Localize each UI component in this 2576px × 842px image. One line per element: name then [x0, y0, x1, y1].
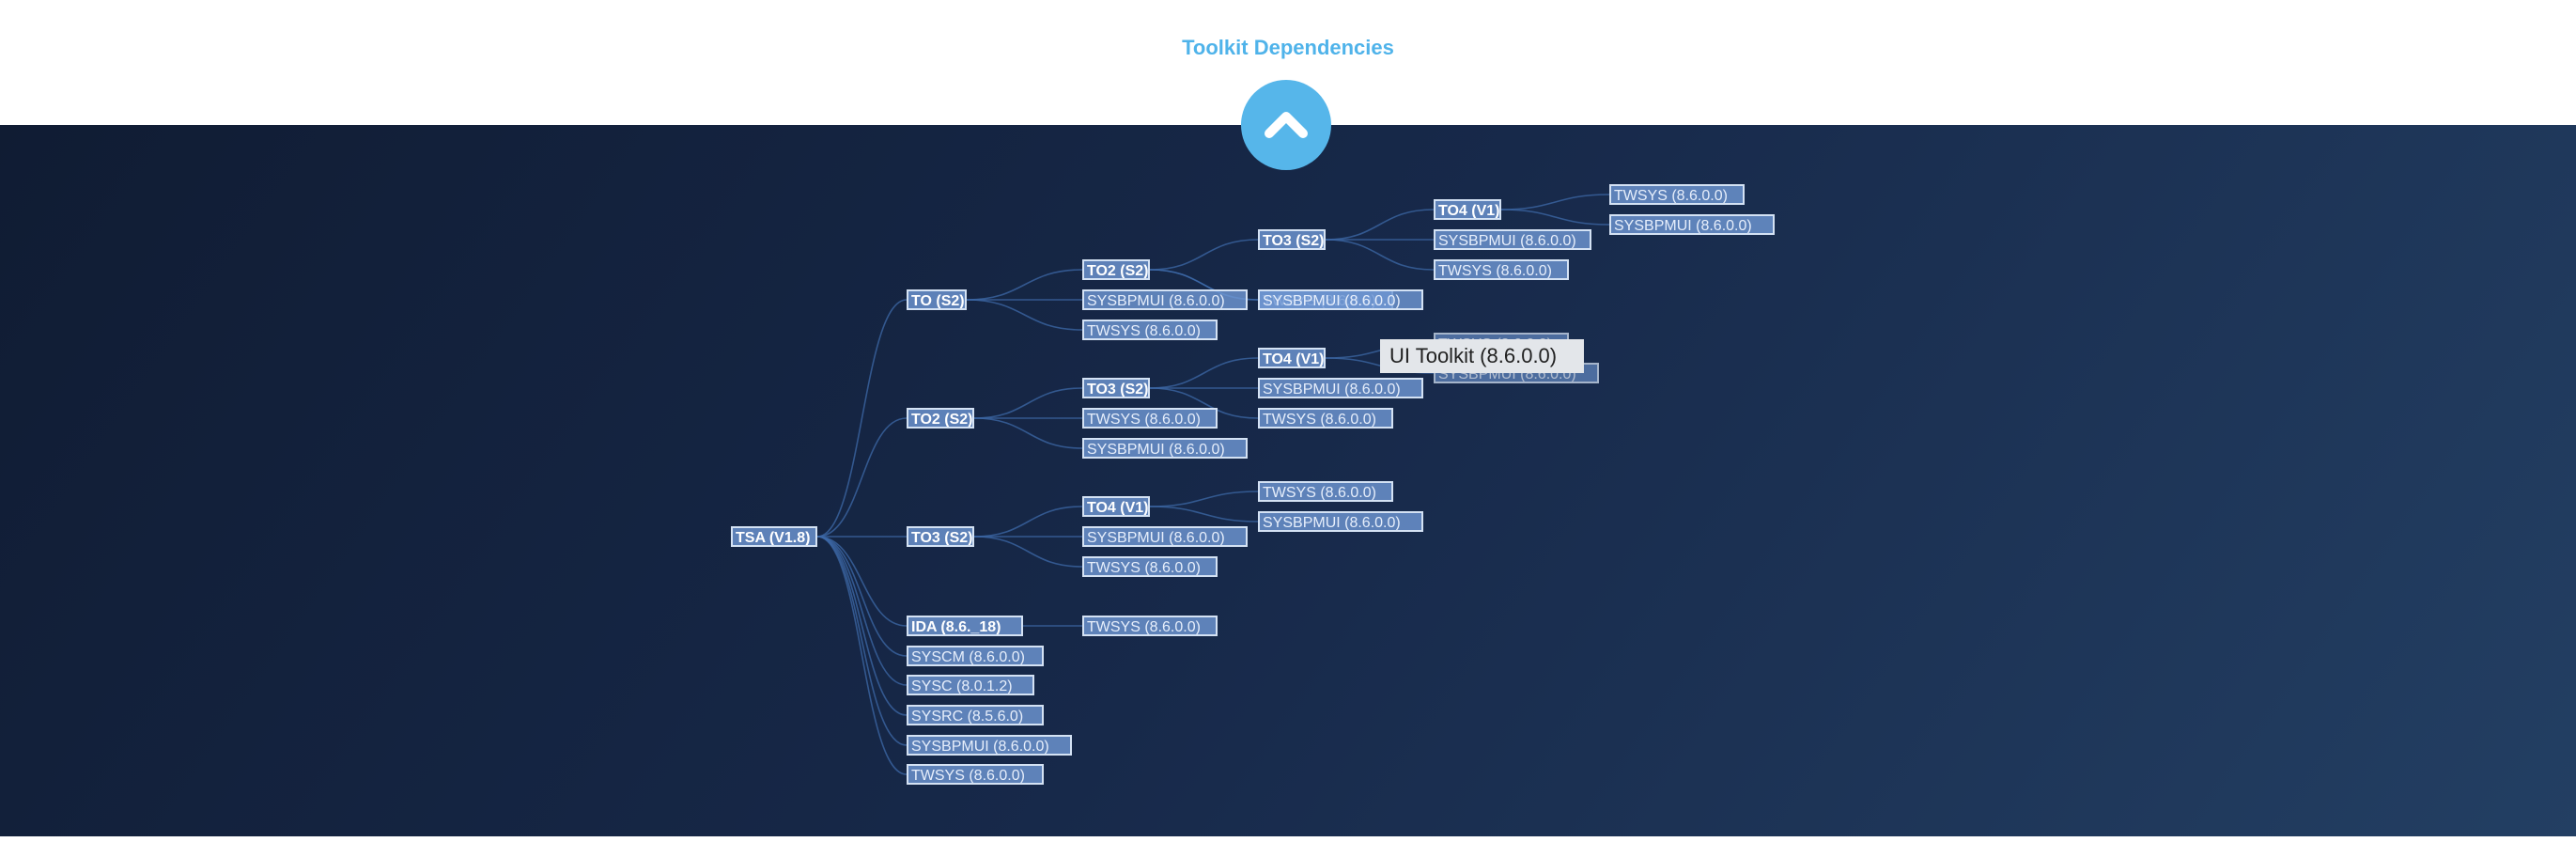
- tree-edge: [1149, 239, 1259, 271]
- page-title: Toolkit Dependencies: [1182, 36, 1394, 59]
- tree-node-parent[interactable]: IDA (8.6._18): [907, 616, 1023, 636]
- tree-node-leaf[interactable]: SYSBPMUI (8.6.0.0): [1258, 511, 1423, 532]
- tree-node-parent[interactable]: TO4 (V1): [1258, 348, 1326, 368]
- tree-node-parent[interactable]: TO4 (V1): [1434, 199, 1501, 220]
- tree-node-leaf[interactable]: SYSCM (8.6.0.0): [907, 646, 1044, 666]
- tree-edge: [816, 536, 908, 775]
- tree-edge: [816, 536, 908, 657]
- tree-edge: [973, 506, 1083, 538]
- tree-edge: [1149, 387, 1259, 419]
- collapse-button[interactable]: [1241, 80, 1331, 170]
- tree-edge: [973, 387, 1083, 419]
- tree-node-leaf[interactable]: SYSRC (8.5.6.0): [907, 705, 1044, 725]
- tree-edge: [1149, 491, 1259, 507]
- tree-edge: [816, 417, 908, 538]
- tree-node-leaf[interactable]: SYSBPMUI (8.6.0.0): [1082, 526, 1248, 547]
- tree-node-leaf[interactable]: SYSBPMUI (8.6.0.0): [1258, 378, 1423, 398]
- chevron-up-icon: [1265, 112, 1308, 138]
- tree-node-leaf[interactable]: TWSYS (8.6.0.0): [907, 764, 1044, 785]
- tree-edge: [1500, 209, 1610, 226]
- tree-node-parent[interactable]: TSA (V1.8): [731, 526, 817, 547]
- tree-edge: [1325, 239, 1435, 271]
- tree-edge: [1325, 209, 1435, 241]
- node-tooltip: UI Toolkit (8.6.0.0): [1380, 339, 1584, 373]
- tree-node-leaf[interactable]: TWSYS (8.6.0.0): [1082, 616, 1218, 636]
- tree-edge: [1149, 506, 1259, 522]
- tree-edge: [816, 536, 908, 686]
- tree-node-leaf[interactable]: TWSYS (8.6.0.0): [1258, 481, 1393, 502]
- tree-edge: [816, 536, 908, 716]
- tree-node-leaf[interactable]: TWSYS (8.6.0.0): [1082, 320, 1218, 340]
- tree-edge: [973, 417, 1083, 449]
- tree-node-parent[interactable]: TO4 (V1): [1082, 496, 1150, 517]
- tree-node-parent[interactable]: TO3 (S2): [907, 526, 974, 547]
- tree-node-leaf[interactable]: SYSBPMUI (8.6.0.0): [907, 735, 1072, 756]
- tree-node-leaf[interactable]: SYSBPMUI (8.6.0.0): [1082, 438, 1248, 459]
- tree-node-parent[interactable]: TO2 (S2): [1082, 259, 1150, 280]
- tree-edge: [816, 299, 908, 538]
- tree-node-leaf[interactable]: SYSBPMUI (8.6.0.0): [1434, 229, 1591, 250]
- tree-node-leaf[interactable]: TWSYS (8.6.0.0): [1258, 408, 1393, 429]
- tree-node-leaf[interactable]: SYSBPMUI (8.6.0.0): [1258, 289, 1423, 310]
- tree-node-leaf[interactable]: TWSYS (8.6.0.0): [1082, 556, 1218, 577]
- tree-node-leaf[interactable]: SYSBPMUI (8.6.0.0): [1082, 289, 1248, 310]
- tree-edge: [816, 536, 908, 627]
- tree-node-leaf[interactable]: SYSBPMUI (8.6.0.0): [1609, 214, 1775, 235]
- tree-node-leaf[interactable]: TWSYS (8.6.0.0): [1434, 259, 1569, 280]
- tree-edge: [1149, 357, 1259, 389]
- tree-edge: [973, 536, 1083, 568]
- dependency-tree-panel: TSA (V1.8) TO (S2) TO2 (S2) TO3 (S2) TO4 (V1…: [0, 125, 2576, 836]
- tree-node-parent[interactable]: TO3 (S2): [1082, 378, 1150, 398]
- tree-node-parent[interactable]: TO3 (S2): [1258, 229, 1326, 250]
- tree-edge: [1500, 194, 1610, 210]
- tree-edge: [966, 299, 1083, 331]
- tree-node-leaf[interactable]: TWSYS (8.6.0.0): [1082, 408, 1218, 429]
- tree-node-leaf[interactable]: TWSYS (8.6.0.0): [1609, 184, 1745, 205]
- bottom-band: [0, 836, 2576, 842]
- tree-edge: [816, 536, 908, 746]
- tree-node-parent[interactable]: TO2 (S2): [907, 408, 974, 429]
- tree-node-parent[interactable]: TO (S2): [907, 289, 967, 310]
- tree-edge: [966, 269, 1083, 301]
- tree-node-leaf[interactable]: SYSC (8.0.1.2): [907, 675, 1034, 695]
